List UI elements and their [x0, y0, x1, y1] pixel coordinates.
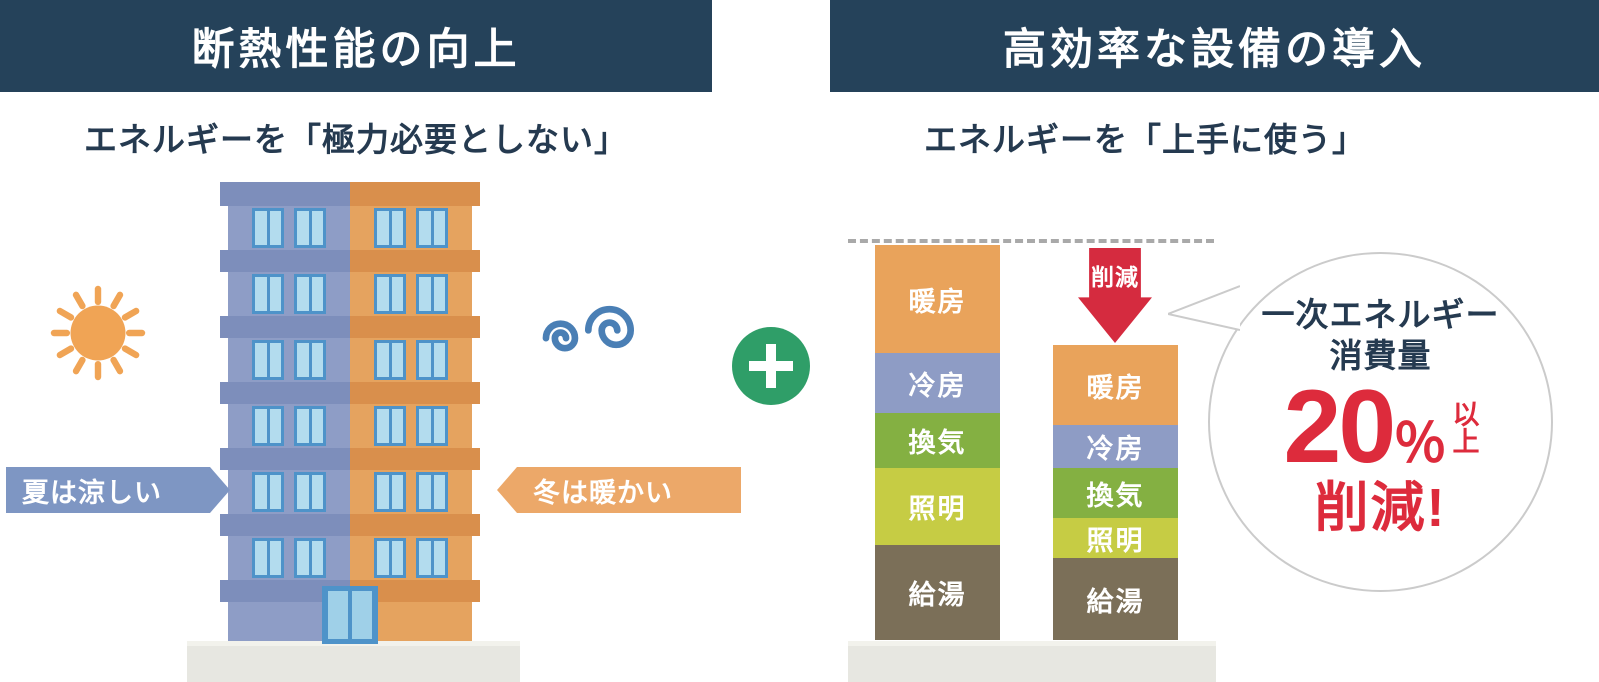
energy-bar-after: 暖房冷房換気照明給湯 — [1053, 345, 1178, 640]
bar-segment-before: 冷房 — [875, 353, 1000, 413]
building-window-row — [228, 272, 472, 316]
bar-segment-after: 換気 — [1053, 468, 1178, 518]
chart-base-platform — [848, 641, 1216, 682]
bar-segment-before: 照明 — [875, 468, 1000, 545]
bubble-reduction-label: 削減! — [1314, 477, 1447, 538]
bar-segment-label: 給湯 — [908, 580, 967, 610]
percent-figure: 20 ％ 以上 — [1210, 375, 1551, 479]
left-panel-header: 断熱性能の向上 — [0, 0, 712, 92]
building-window-row — [228, 338, 472, 382]
bar-segment-label: 照明 — [908, 494, 967, 524]
bar-segment-label: 冷房 — [1086, 434, 1145, 464]
percent-number: 20 — [1283, 368, 1396, 485]
result-speech-bubble: 一次エネルギー 消費量 20 ％ 以上 削減! — [1208, 252, 1553, 592]
right-panel-title: 高効率な設備の導入 — [1003, 27, 1426, 74]
building-window-row — [228, 536, 472, 580]
wind-swirl-icon — [542, 305, 635, 352]
building-window-row — [228, 404, 472, 448]
bar-segment-label: 換気 — [1086, 480, 1145, 511]
bar-segment-label: 換気 — [908, 428, 967, 458]
bubble-tail — [1168, 285, 1240, 331]
summer-badge: 夏は涼しい — [6, 467, 230, 513]
baseline-dashed-line — [848, 239, 1214, 243]
percent-sign: ％ — [1393, 413, 1448, 474]
plus-icon — [732, 327, 810, 405]
right-panel-header: 高効率な設備の導入 — [830, 0, 1599, 92]
bar-segment-label: 給湯 — [1086, 586, 1145, 617]
energy-bar-before: 暖房冷房換気照明給湯 — [875, 245, 1000, 640]
bar-segment-label: 冷房 — [908, 370, 967, 401]
bar-segment-after: 照明 — [1053, 518, 1178, 558]
bar-segment-before: 換気 — [875, 413, 1000, 468]
arrow-down-icon: 削減 — [1078, 248, 1152, 343]
bar-segment-label: 照明 — [1086, 525, 1145, 556]
bar-segment-after: 暖房 — [1053, 345, 1178, 425]
building-illustration — [220, 182, 480, 644]
bar-segment-label: 暖房 — [908, 286, 967, 317]
left-panel-title: 断熱性能の向上 — [191, 27, 521, 74]
bubble-text-line2: 消費量 — [1329, 337, 1432, 375]
winter-badge: 冬は暖かい — [497, 467, 741, 513]
sun-icon — [50, 285, 146, 381]
bar-segment-before: 暖房 — [875, 245, 1000, 353]
building-window-row — [228, 206, 472, 250]
building-roof-band — [220, 182, 480, 206]
building-window-row — [228, 470, 472, 514]
bar-segment-label: 暖房 — [1086, 372, 1145, 403]
building-entrance-door — [322, 586, 378, 644]
bar-segment-before: 給湯 — [875, 545, 1000, 640]
left-panel-subtitle: エネルギーを「極力必要としない」 — [84, 123, 628, 159]
right-panel-subtitle: エネルギーを「上手に使う」 — [924, 123, 1366, 159]
reduction-arrow-label: 削減 — [1091, 264, 1139, 290]
percent-over-label: 以上 — [1448, 399, 1479, 454]
bar-segment-after: 給湯 — [1053, 558, 1178, 640]
building-base-platform — [187, 641, 520, 682]
bubble-text-line1: 一次エネルギー — [1261, 296, 1500, 333]
bar-segment-after: 冷房 — [1053, 425, 1178, 468]
